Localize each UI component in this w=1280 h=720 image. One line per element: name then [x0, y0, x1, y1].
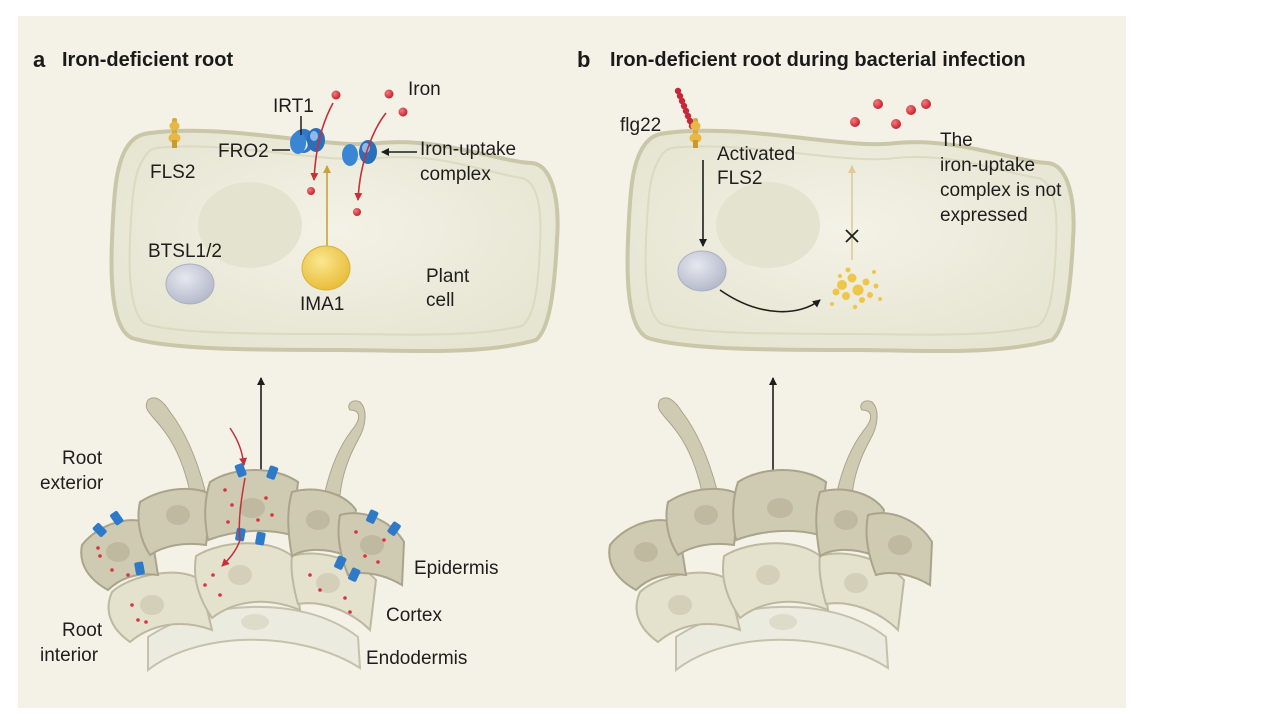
- nucleus-a: [198, 182, 302, 268]
- root-transporters-a: [92, 463, 401, 582]
- plant-cell-a: [109, 128, 560, 354]
- iron-particles-b: [850, 99, 931, 129]
- label-plant-line2: cell: [426, 290, 455, 311]
- panel-b-title: Iron-deficient root during bacterial inf…: [610, 49, 1026, 71]
- label-fro2: FRO2: [218, 141, 269, 162]
- transporter-icon: [348, 567, 361, 582]
- plant-cell-b: [625, 128, 1076, 354]
- iron-particle: [921, 99, 931, 109]
- label-note-line3: complex is not: [940, 180, 1062, 201]
- block-cross-icon: [845, 229, 859, 243]
- label-root-exterior-line2: exterior: [40, 473, 104, 494]
- transporter-icon: [234, 463, 247, 478]
- label-uptake-line2: complex: [420, 164, 491, 185]
- iron-particle: [873, 99, 883, 109]
- root-hair: [657, 397, 718, 493]
- transporter-icon: [255, 531, 266, 546]
- panel-b-letter: b: [577, 47, 590, 72]
- transporter-icon: [366, 509, 379, 524]
- iron-particle: [384, 89, 394, 99]
- iron-particle: [891, 119, 901, 129]
- btsl-protein-b: [677, 250, 727, 292]
- label-epidermis: Epidermis: [414, 558, 498, 579]
- root-tissue-b: [608, 397, 934, 673]
- iron-particle: [353, 208, 361, 216]
- label-note-line2: iron-uptake: [940, 155, 1035, 176]
- root-hair: [324, 400, 366, 496]
- iron-particles-a: [307, 89, 408, 216]
- ima1-protein: [301, 245, 351, 291]
- label-root-interior-line2: interior: [40, 645, 99, 666]
- iron-particle: [906, 105, 916, 115]
- fls2-receptor-icon: [168, 118, 181, 148]
- uptake-complex-icon: [342, 140, 377, 166]
- label-uptake-line1: Iron-uptake: [420, 139, 516, 160]
- panel-a-title: Iron-deficient root: [62, 49, 233, 71]
- panel-b: b Iron-deficient root during bacterial i…: [577, 47, 1076, 673]
- label-root-interior-line1: Root: [62, 620, 103, 641]
- label-root-exterior-line1: Root: [62, 448, 103, 469]
- root-iron-dots-a: [96, 488, 386, 624]
- label-flg22: flg22: [620, 115, 661, 136]
- activated-fls2-receptor-icon: [689, 118, 702, 148]
- label-ima1: IMA1: [300, 294, 344, 315]
- label-activated-line2: FLS2: [717, 168, 762, 189]
- panel-a-letter: a: [33, 47, 46, 72]
- iron-entry-arrow-1: [310, 102, 334, 181]
- irt1-transporter-icon: [290, 128, 325, 154]
- root-hair: [145, 397, 206, 493]
- nucleus-b: [716, 182, 820, 268]
- label-irt1: IRT1: [273, 96, 314, 117]
- label-btsl: BTSL1/2: [148, 241, 222, 262]
- degraded-ima1-fragments: [830, 267, 882, 310]
- transporter-icon: [134, 561, 145, 576]
- label-iron: Iron: [408, 79, 441, 100]
- iron-particle: [307, 187, 315, 195]
- label-endodermis: Endodermis: [366, 648, 467, 669]
- transporter-icon: [110, 511, 124, 526]
- label-activated-line1: Activated: [717, 144, 795, 165]
- iron-particle: [398, 107, 408, 117]
- transporter-icon: [334, 555, 347, 570]
- transporter-icon: [387, 521, 401, 536]
- panel-a: a Iron-deficient root FLS2: [33, 47, 560, 673]
- label-fls2: FLS2: [150, 162, 195, 183]
- label-note-line1: The: [940, 130, 973, 151]
- root-iron-arrow-through: [221, 477, 246, 567]
- iron-particle: [850, 117, 860, 127]
- iron-entry-arrow-2: [354, 112, 387, 201]
- btsl-protein: [165, 263, 215, 305]
- root-iron-arrow-in: [229, 427, 248, 466]
- iron-particle: [331, 90, 341, 100]
- transporter-icon: [266, 465, 279, 480]
- label-note-line4: expressed: [940, 205, 1028, 226]
- degradation-arrow: [719, 289, 821, 313]
- root-tissue-a: [80, 397, 406, 673]
- transporter-icon: [235, 527, 246, 542]
- transporter-icon: [92, 523, 107, 537]
- label-cortex: Cortex: [386, 605, 442, 626]
- root-hair: [836, 400, 878, 496]
- label-plant-line1: Plant: [426, 266, 470, 287]
